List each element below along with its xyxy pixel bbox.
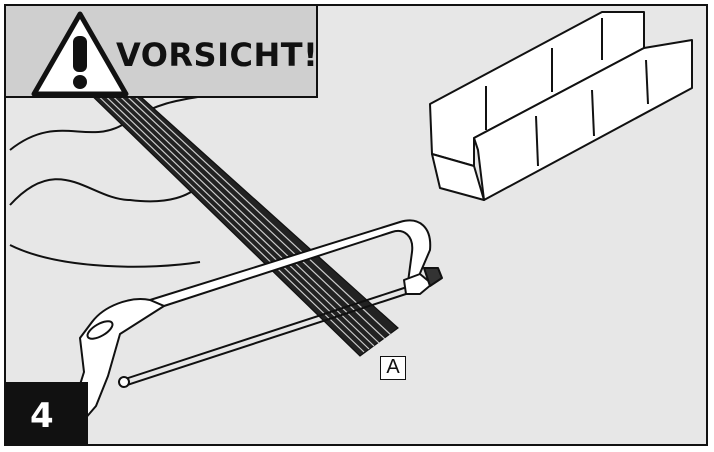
part-callout-a: A [380,356,406,380]
warning-label: VORSICHT! [116,36,319,74]
warning-triangle-icon [31,11,129,97]
step-number: 4 [30,396,54,436]
miter-box [429,11,693,201]
hacksaw [71,219,443,421]
step-number-panel [6,382,88,446]
warning-panel: VORSICHT! [6,6,318,98]
